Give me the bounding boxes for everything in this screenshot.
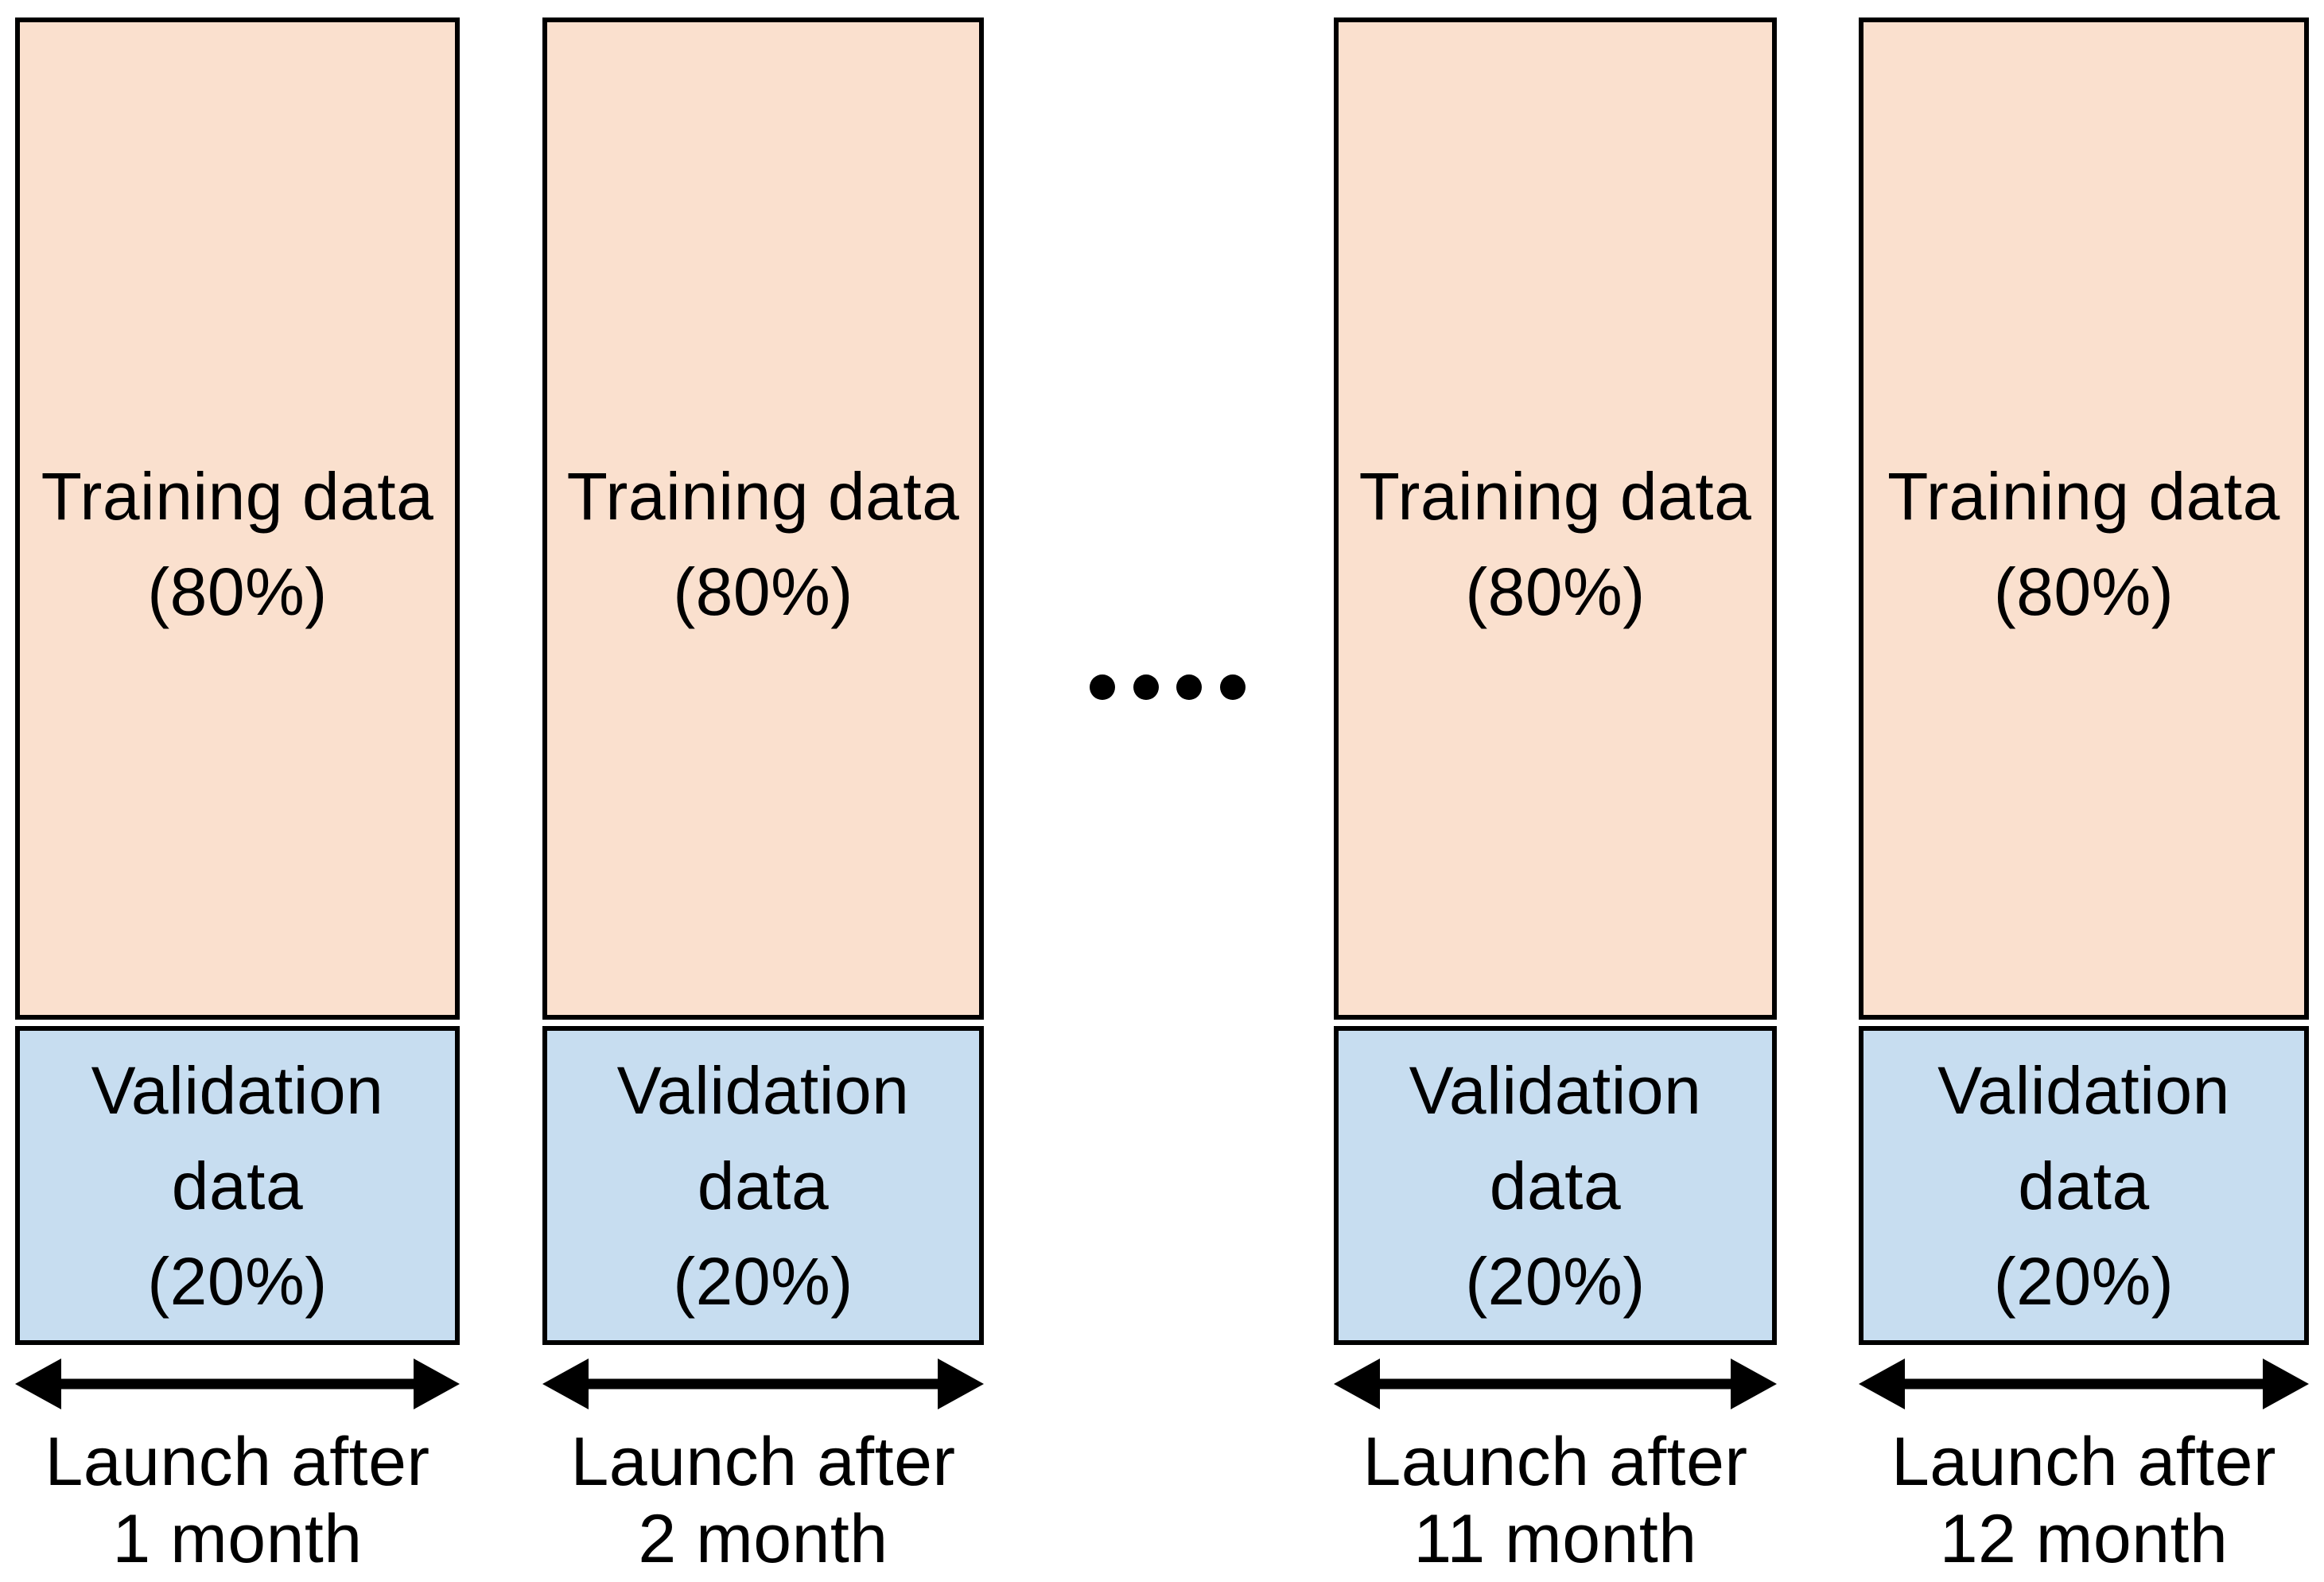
validation-box-label: Validation data (20%) — [91, 1043, 384, 1329]
launch-label: Launch after 11 month — [1334, 1424, 1777, 1578]
double-headed-arrow — [15, 1358, 460, 1409]
double-headed-arrow — [1334, 1358, 1777, 1409]
arrow-shaft — [579, 1378, 947, 1390]
validation-data-box: Validation data (20%) — [542, 1026, 984, 1345]
training-label-line1: Training data — [41, 459, 434, 534]
month-column-1: Training data (80%) Validation data (20%… — [15, 17, 460, 1582]
launch-label-line1: Launch after — [1891, 1424, 2277, 1500]
arrow-right-head-icon — [1731, 1358, 1777, 1409]
launch-label: Launch after 1 month — [15, 1424, 460, 1578]
validation-label-line1: Validation — [1937, 1052, 2230, 1128]
launch-label-line2: 1 month — [112, 1501, 363, 1577]
launch-label: Launch after 12 month — [1859, 1424, 2309, 1578]
validation-label-line3: (20%) — [1993, 1243, 2174, 1319]
validation-label-line3: (20%) — [1465, 1243, 1646, 1319]
training-label-line1: Training data — [566, 459, 960, 534]
launch-label-line2: 12 month — [1939, 1501, 2229, 1577]
arrow-shaft — [1895, 1378, 2272, 1390]
ellipsis-dot-icon — [1176, 674, 1203, 700]
arrow-right-head-icon — [938, 1358, 984, 1409]
validation-label-line2: data — [171, 1148, 304, 1223]
double-headed-arrow — [1859, 1358, 2309, 1409]
arrow-shaft — [1370, 1378, 1740, 1390]
validation-label-line1: Validation — [91, 1052, 384, 1128]
training-label-line1: Training data — [1358, 459, 1752, 534]
ellipsis-dot-icon — [1133, 674, 1159, 700]
month-column-12: Training data (80%) Validation data (20%… — [1859, 17, 2309, 1582]
validation-label-line1: Validation — [1409, 1052, 1702, 1128]
validation-box-label: Validation data (20%) — [617, 1043, 910, 1329]
training-label-line2: (80%) — [1993, 554, 2174, 629]
training-data-box: Training data (80%) — [542, 17, 984, 1020]
ellipsis-dots — [1090, 674, 1246, 700]
arrow-right-head-icon — [2263, 1358, 2309, 1409]
launch-label-line2: 11 month — [1413, 1501, 1697, 1577]
launch-label-line1: Launch after — [45, 1424, 430, 1500]
launch-label-line1: Launch after — [1362, 1424, 1748, 1500]
validation-data-box: Validation data (20%) — [1334, 1026, 1777, 1345]
validation-label-line3: (20%) — [673, 1243, 853, 1319]
training-box-label: Training data (80%) — [567, 398, 960, 639]
ellipsis-dot-icon — [1219, 674, 1246, 700]
launch-label: Launch after 2 month — [542, 1424, 984, 1578]
arrow-shaft — [52, 1378, 423, 1390]
validation-label-line2: data — [1489, 1148, 1622, 1223]
month-column-2: Training data (80%) Validation data (20%… — [542, 17, 984, 1582]
ellipsis-dot-icon — [1090, 674, 1115, 700]
validation-label-line2: data — [697, 1148, 830, 1223]
validation-label-line1: Validation — [616, 1052, 910, 1128]
double-headed-arrow — [542, 1358, 984, 1409]
validation-data-box: Validation data (20%) — [1859, 1026, 2309, 1345]
training-label-line1: Training data — [1887, 459, 2280, 534]
launch-label-line2: 2 month — [638, 1501, 888, 1577]
training-label-line2: (80%) — [1465, 554, 1646, 629]
training-data-box: Training data (80%) — [1859, 17, 2309, 1020]
validation-box-label: Validation data (20%) — [1937, 1043, 2230, 1329]
training-data-box: Training data (80%) — [15, 17, 460, 1020]
validation-label-line2: data — [2018, 1148, 2150, 1223]
training-label-line2: (80%) — [147, 554, 328, 629]
training-box-label: Training data (80%) — [1887, 398, 2280, 639]
validation-label-line3: (20%) — [147, 1243, 328, 1319]
training-label-line2: (80%) — [673, 554, 853, 629]
arrow-right-head-icon — [414, 1358, 460, 1409]
training-box-label: Training data (80%) — [1359, 398, 1752, 639]
month-column-11: Training data (80%) Validation data (20%… — [1334, 17, 1777, 1582]
training-data-box: Training data (80%) — [1334, 17, 1777, 1020]
validation-box-label: Validation data (20%) — [1409, 1043, 1702, 1329]
launch-label-line1: Launch after — [570, 1424, 956, 1500]
validation-data-box: Validation data (20%) — [15, 1026, 460, 1345]
training-box-label: Training data (80%) — [41, 398, 434, 639]
